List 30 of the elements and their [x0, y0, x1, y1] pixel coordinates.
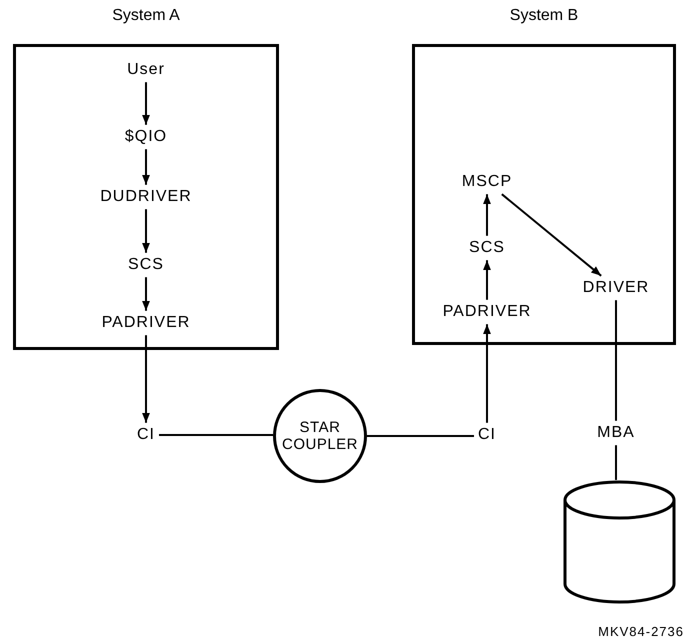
box-heading: System B [508, 7, 580, 25]
connector-line [159, 434, 273, 436]
connector-line [615, 445, 617, 480]
arrow [142, 335, 150, 423]
box-heading: System A [111, 7, 181, 25]
disk-cylinder [563, 480, 676, 604]
arrow [142, 82, 150, 125]
component-label: DRIVER [578, 276, 654, 300]
component-label: SCS [124, 252, 168, 278]
connector-line [615, 300, 617, 421]
arrow [142, 209, 150, 253]
component-label: User [123, 58, 169, 82]
coupler-label: STAR COUPLER [280, 418, 360, 454]
arrow [501, 193, 602, 277]
component-label: CI [133, 422, 159, 448]
arrow [483, 260, 491, 300]
component-label: DUDRIVER [96, 184, 196, 210]
connector-line [367, 435, 474, 437]
component-label: CI [474, 422, 500, 448]
arrow [142, 277, 150, 311]
arrow [483, 324, 491, 423]
component-label: MBA [593, 420, 639, 446]
component-label: MSCP [458, 170, 516, 194]
component-label: PADRIVER [98, 310, 194, 336]
component-label: PADRIVER [438, 300, 536, 324]
arrow [142, 149, 150, 185]
component-label: $QIO [120, 124, 172, 150]
arrow [483, 194, 491, 236]
component-label: SCS [465, 236, 509, 260]
figure-number: MKV84-2736 [598, 624, 684, 639]
